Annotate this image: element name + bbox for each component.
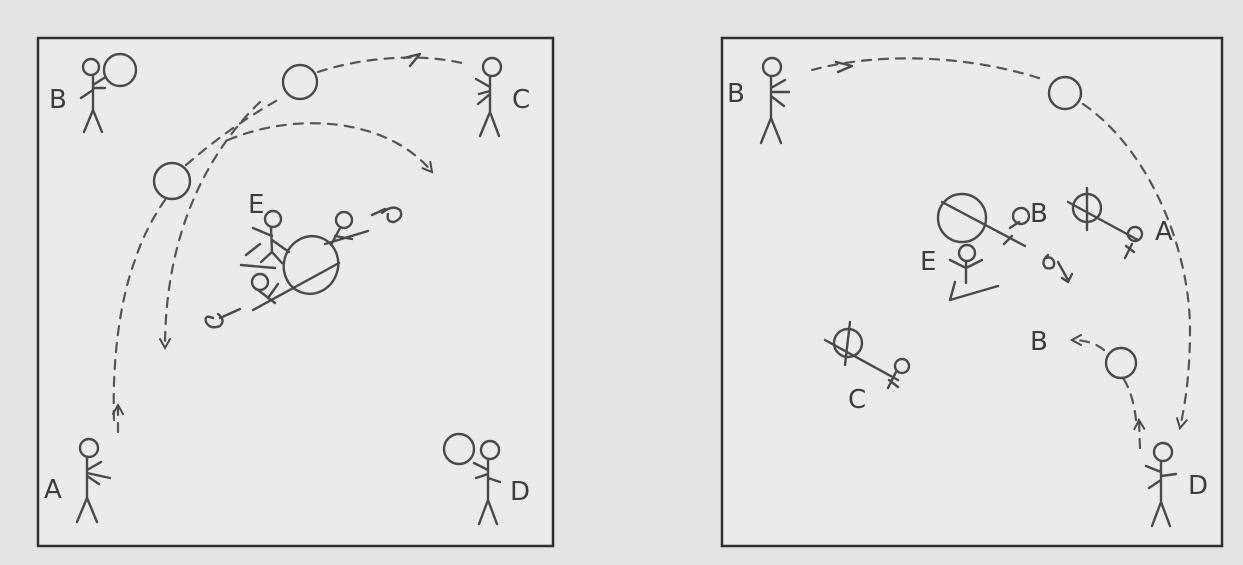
left-label-d: D bbox=[510, 477, 530, 507]
right-label-c: C bbox=[848, 385, 866, 415]
left-panel: B C A D E bbox=[38, 38, 553, 546]
right-panel: B D B E A bbox=[722, 38, 1222, 546]
right-panel-frame bbox=[722, 38, 1222, 546]
right-label-e: E bbox=[920, 247, 936, 277]
right-label-b: B bbox=[727, 79, 745, 109]
left-label-a: A bbox=[44, 475, 62, 505]
left-label-c: C bbox=[512, 85, 530, 115]
right-label-b-move: B bbox=[1030, 327, 1048, 357]
right-label-b-center: B bbox=[1030, 199, 1048, 229]
right-label-d: D bbox=[1188, 471, 1208, 501]
left-label-e: E bbox=[248, 190, 264, 220]
left-label-b: B bbox=[49, 85, 67, 115]
left-panel-frame bbox=[38, 38, 553, 546]
right-label-a: A bbox=[1155, 217, 1173, 247]
